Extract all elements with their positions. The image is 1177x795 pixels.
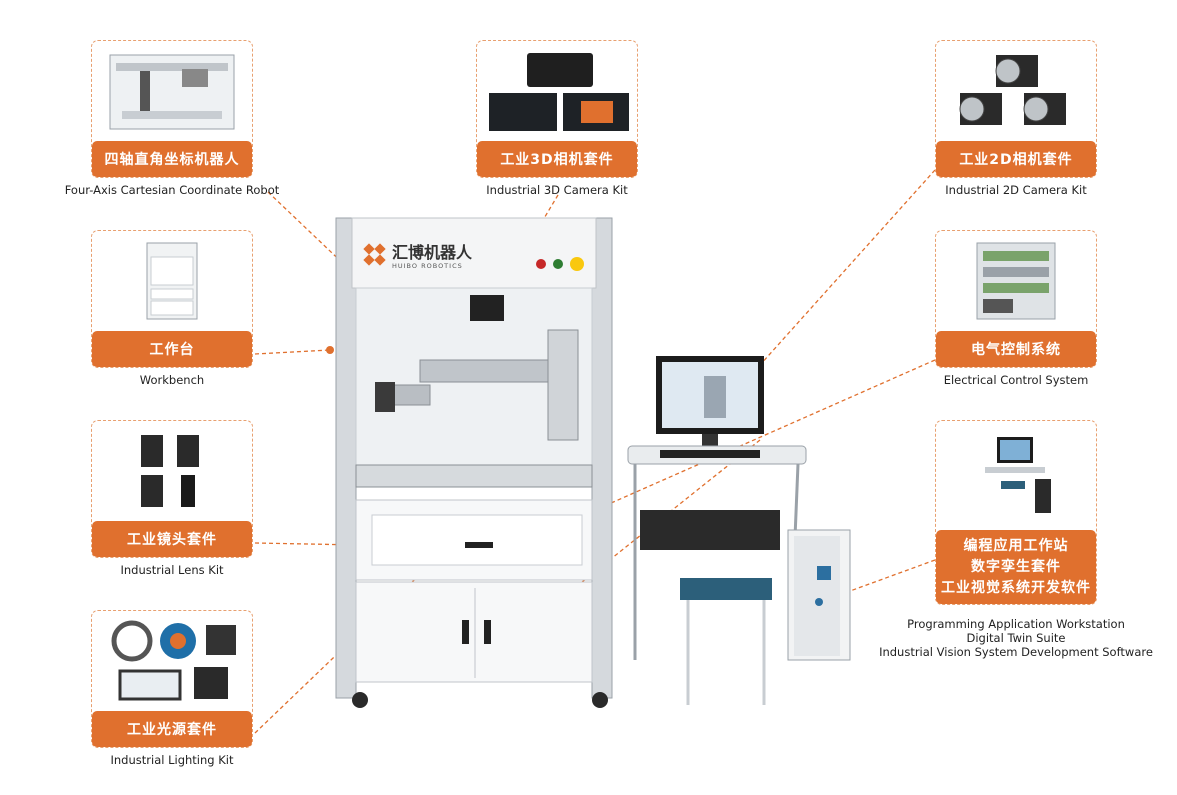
card-camera3d: 工业3D相机套件 <box>476 40 638 178</box>
caption-electrical-en: Electrical Control System <box>943 373 1089 387</box>
card-camera2d: 工业2D相机套件 <box>935 40 1097 178</box>
brand-name-en: HUIBO ROBOTICS <box>392 262 463 270</box>
card-software: 编程应用工作站 数字孪生套件 工业视觉系统开发软件 <box>935 420 1097 605</box>
label-workbench-cn: 工作台 <box>92 331 252 367</box>
workbench-icon <box>100 239 244 323</box>
card-robot: 四轴直角坐标机器人 <box>91 40 253 178</box>
2d-camera-icon <box>944 49 1088 133</box>
3d-camera-mount <box>470 295 504 321</box>
card-workbench: 工作台 <box>91 230 253 368</box>
lighting-icon <box>100 619 244 703</box>
caption-robot-en: Four-Axis Cartesian Coordinate Robot <box>64 183 280 197</box>
brand-name-cn: 汇博机器人 <box>392 243 473 262</box>
label-camera3d-cn: 工业3D相机套件 <box>477 141 637 177</box>
caption-software-en: Programming Application Workstation Digi… <box>879 617 1153 659</box>
workstation-illustration: 汇博机器人 HUIBO ROBOTICS <box>335 217 851 708</box>
label-software-line1: 编程应用工作站 <box>963 537 1069 554</box>
card-lighting: 工业光源套件 <box>91 610 253 748</box>
label-lighting-cn: 工业光源套件 <box>92 711 252 747</box>
connector-electrical <box>549 359 936 531</box>
label-camera2d-cn: 工业2D相机套件 <box>936 141 1096 177</box>
cartesian-robot-icon <box>100 49 244 133</box>
connector-camera2d <box>759 169 936 366</box>
card-lens: 工业镜头套件 <box>91 420 253 558</box>
label-software-line2: 数字孪生套件 <box>971 558 1061 575</box>
3d-camera-icon <box>485 49 629 133</box>
caption-lens-en: Industrial Lens Kit <box>120 563 224 577</box>
label-software-cn: 编程应用工作站 数字孪生套件 工业视觉系统开发软件 <box>936 530 1096 604</box>
electrical-cabinet-icon <box>944 239 1088 323</box>
label-lens-cn: 工业镜头套件 <box>92 521 252 557</box>
card-electrical: 电气控制系统 <box>935 230 1097 368</box>
caption-lighting-en: Industrial Lighting Kit <box>110 753 234 767</box>
connector-workbench <box>254 349 331 355</box>
lens-icon <box>100 429 244 513</box>
workstation-icon <box>944 429 1088 524</box>
label-robot-cn: 四轴直角坐标机器人 <box>92 141 252 177</box>
caption-camera2d-en: Industrial 2D Camera Kit <box>945 183 1087 197</box>
caption-workbench-en: Workbench <box>139 373 205 387</box>
label-electrical-cn: 电气控制系统 <box>936 331 1096 367</box>
connector-lens <box>254 542 413 547</box>
caption-camera3d-en: Industrial 3D Camera Kit <box>486 183 628 197</box>
label-software-line3: 工业视觉系统开发软件 <box>941 579 1091 596</box>
